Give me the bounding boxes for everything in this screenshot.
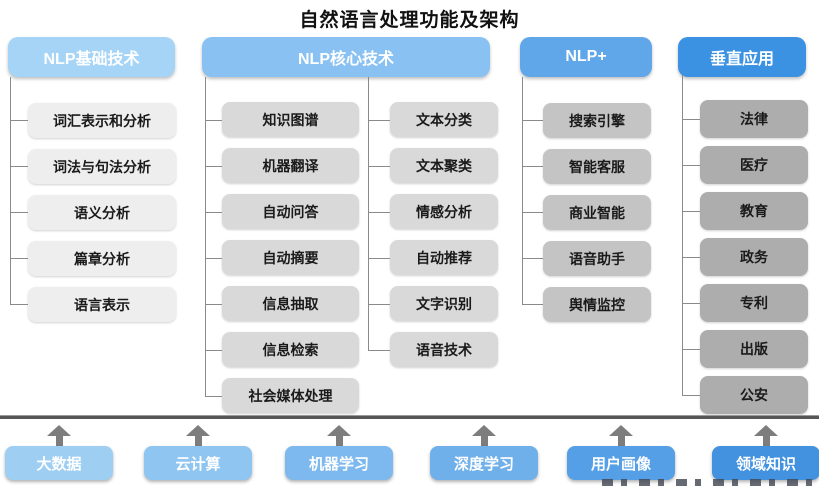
node-box: 政务 — [700, 238, 808, 276]
node-box: 出版 — [700, 330, 808, 368]
up-arrow-icon — [186, 425, 210, 446]
node-box: 医疗 — [700, 146, 808, 184]
connector-trunk-line — [522, 77, 523, 304]
connector-tick-line — [205, 350, 222, 351]
connector-tick-line — [522, 120, 543, 121]
node-box: 法律 — [700, 100, 808, 138]
connector-trunk-line — [368, 77, 369, 350]
header-nlp-core: NLP核心技术 — [202, 37, 490, 77]
connector-trunk-line — [682, 75, 683, 395]
node-box: 自动摘要 — [222, 240, 359, 275]
up-arrow-icon — [609, 425, 633, 446]
node-box: 文字识别 — [390, 286, 498, 321]
connector-tick-line — [368, 258, 390, 259]
node-box: 文本聚类 — [390, 148, 498, 183]
connector-tick-line — [10, 120, 28, 121]
watermark-fragment — [602, 479, 818, 486]
node-box: 教育 — [700, 192, 808, 230]
connector-tick-line — [10, 212, 28, 213]
node-box: 信息检索 — [222, 332, 359, 367]
node-box: 语音助手 — [543, 241, 651, 276]
node-box: 情感分析 — [390, 194, 498, 229]
connector-tick-line — [205, 120, 222, 121]
connector-tick-line — [368, 212, 390, 213]
connector-tick-line — [205, 166, 222, 167]
connector-tick-line — [522, 258, 543, 259]
connector-tick-line — [368, 350, 390, 351]
up-arrow-icon — [472, 425, 496, 446]
node-box: 语义分析 — [28, 195, 176, 230]
up-arrow-icon — [327, 425, 351, 446]
node-box: 语音技术 — [390, 332, 498, 367]
node-box: 语言表示 — [28, 287, 176, 322]
up-arrow-icon — [754, 425, 778, 446]
connector-tick-line — [10, 304, 28, 305]
connector-tick-line — [368, 166, 390, 167]
header-vertical-apps: 垂直应用 — [678, 37, 806, 77]
foundation-box: 云计算 — [144, 446, 252, 480]
node-box: 自动问答 — [222, 194, 359, 229]
foundation-box: 大数据 — [5, 446, 113, 480]
up-arrow-icon — [47, 425, 71, 446]
connector-tick-line — [682, 349, 700, 350]
node-box: 机器翻译 — [222, 148, 359, 183]
foundation-box: 机器学习 — [285, 446, 393, 480]
node-box: 篇章分析 — [28, 241, 176, 276]
connector-tick-line — [682, 257, 700, 258]
connector-tick-line — [682, 303, 700, 304]
connector-tick-line — [522, 304, 543, 305]
node-box: 专利 — [700, 284, 808, 322]
connector-tick-line — [682, 119, 700, 120]
connector-tick-line — [522, 166, 543, 167]
connector-tick-line — [10, 166, 28, 167]
connector-tick-line — [368, 120, 390, 121]
connector-tick-line — [205, 212, 222, 213]
node-box: 自动推荐 — [390, 240, 498, 275]
foundation-box: 深度学习 — [430, 446, 538, 480]
connector-tick-line — [205, 396, 222, 397]
node-box: 智能客服 — [543, 149, 651, 184]
node-box: 舆情监控 — [543, 287, 651, 322]
connector-tick-line — [682, 211, 700, 212]
node-box: 搜索引擎 — [543, 103, 651, 138]
header-nlp-basic: NLP基础技术 — [8, 37, 175, 77]
foundation-box: 用户画像 — [567, 446, 675, 480]
node-box: 文本分类 — [390, 102, 498, 137]
connector-tick-line — [522, 212, 543, 213]
divider-line — [0, 415, 819, 419]
foundation-box: 领域知识 — [712, 446, 819, 480]
connector-tick-line — [368, 304, 390, 305]
connector-tick-line — [205, 304, 222, 305]
node-box: 知识图谱 — [222, 102, 359, 137]
connector-tick-line — [10, 258, 28, 259]
diagram-title: 自然语言处理功能及架构 — [299, 10, 520, 31]
node-box: 信息抽取 — [222, 286, 359, 321]
connector-tick-line — [205, 258, 222, 259]
header-nlp-plus: NLP+ — [520, 37, 652, 77]
node-box: 词汇表示和分析 — [28, 103, 176, 138]
connector-trunk-line — [205, 77, 206, 396]
connector-tick-line — [682, 395, 700, 396]
connector-tick-line — [682, 165, 700, 166]
node-box: 商业智能 — [543, 195, 651, 230]
connector-trunk-line — [10, 77, 11, 304]
node-box: 公安 — [700, 376, 808, 414]
node-box: 社会媒体处理 — [222, 378, 359, 413]
node-box: 词法与句法分析 — [28, 149, 176, 184]
